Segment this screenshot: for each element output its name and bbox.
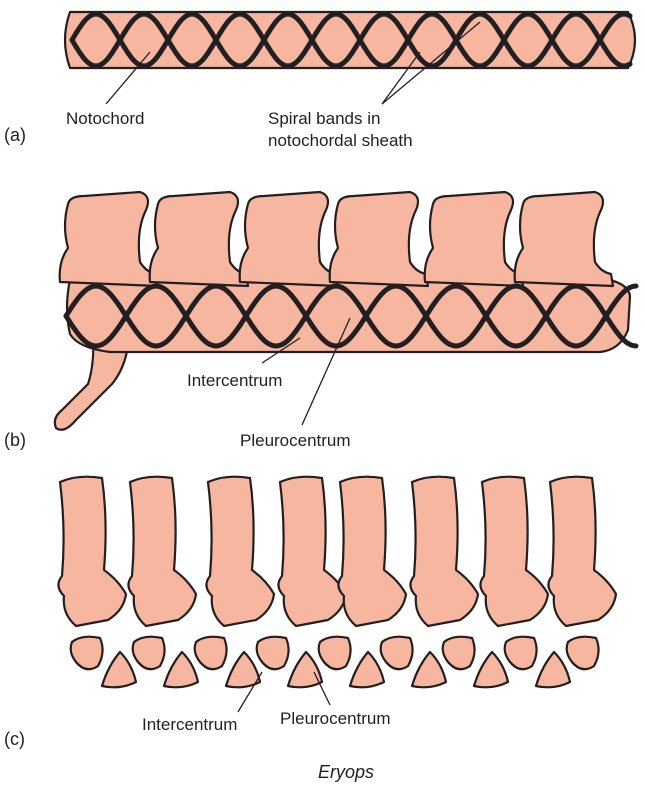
notochord-label: Notochord — [66, 109, 144, 128]
pleurocentrum-c-6 — [381, 637, 413, 670]
intercentrum-c-8 — [536, 652, 570, 687]
intercentrum-c-3 — [226, 652, 260, 687]
pleurocentrum-label-c: Pleurocentrum — [280, 709, 391, 728]
intercentrum-c-4 — [288, 652, 322, 687]
pleurocentrum-leader-c — [314, 672, 330, 705]
vertebra-c-6 — [410, 477, 478, 626]
vertebra-c-4 — [278, 477, 346, 626]
pleurocentrum-label-b: Pleurocentrum — [240, 431, 351, 450]
panel-b-marker: (b) — [4, 430, 26, 450]
neural-arches-b — [60, 192, 613, 286]
neural-arch-b-4 — [330, 192, 428, 286]
vertebra-c-1 — [58, 477, 126, 626]
panel-b-vertebral-column: Intercentrum Pleurocentrum (b) — [4, 192, 636, 450]
intercentrum-c-1 — [102, 652, 136, 687]
pleurocentrum-c-9 — [567, 637, 599, 670]
neural-arch-b-2 — [150, 192, 248, 286]
panel-a-marker: (a) — [4, 125, 26, 145]
pleurocentrum-c-8 — [505, 637, 537, 670]
panel-c-marker: (c) — [4, 729, 25, 749]
panel-a-notochord: Notochord Spiral bands in notochordal sh… — [4, 12, 635, 150]
caption-eryops: Eryops — [318, 762, 374, 782]
spiral-bands-label-line1: Spiral bands in — [268, 109, 380, 128]
vertebra-c-3 — [206, 477, 274, 626]
spiral-bands-label-line2: notochordal sheath — [268, 131, 413, 150]
pleurocentrum-c-5 — [319, 637, 351, 670]
neural-arch-b-3 — [240, 192, 338, 286]
pleurocentrum-c-3 — [195, 637, 227, 670]
vertebra-c-2 — [128, 477, 196, 626]
intercentrum-c-6 — [412, 652, 446, 687]
pleurocentrum-c-4 — [257, 637, 289, 670]
neural-arch-b-1 — [60, 192, 158, 286]
vertebra-c-5 — [338, 477, 406, 626]
intercentrum-c-2 — [164, 652, 198, 687]
neural-arch-b-5 — [425, 192, 523, 286]
intercentrum-label-c: Intercentrum — [142, 715, 237, 734]
pleurocentrum-c-7 — [443, 637, 475, 670]
neural-arch-b-6 — [515, 192, 613, 286]
vertebra-c-8 — [548, 477, 616, 626]
intercentrum-c-5 — [350, 652, 384, 687]
vertebra-c-7 — [480, 477, 548, 626]
vertebrae-c — [58, 477, 616, 626]
centra-blocks-c — [71, 637, 599, 688]
pleurocentrum-c-2 — [133, 637, 165, 670]
panel-c-eryops-column: Intercentrum Pleurocentrum (c) Eryops — [4, 477, 616, 782]
pleurocentrum-c-1 — [71, 637, 103, 670]
intercentrum-c-7 — [474, 652, 508, 687]
intercentrum-label-b: Intercentrum — [187, 371, 282, 390]
